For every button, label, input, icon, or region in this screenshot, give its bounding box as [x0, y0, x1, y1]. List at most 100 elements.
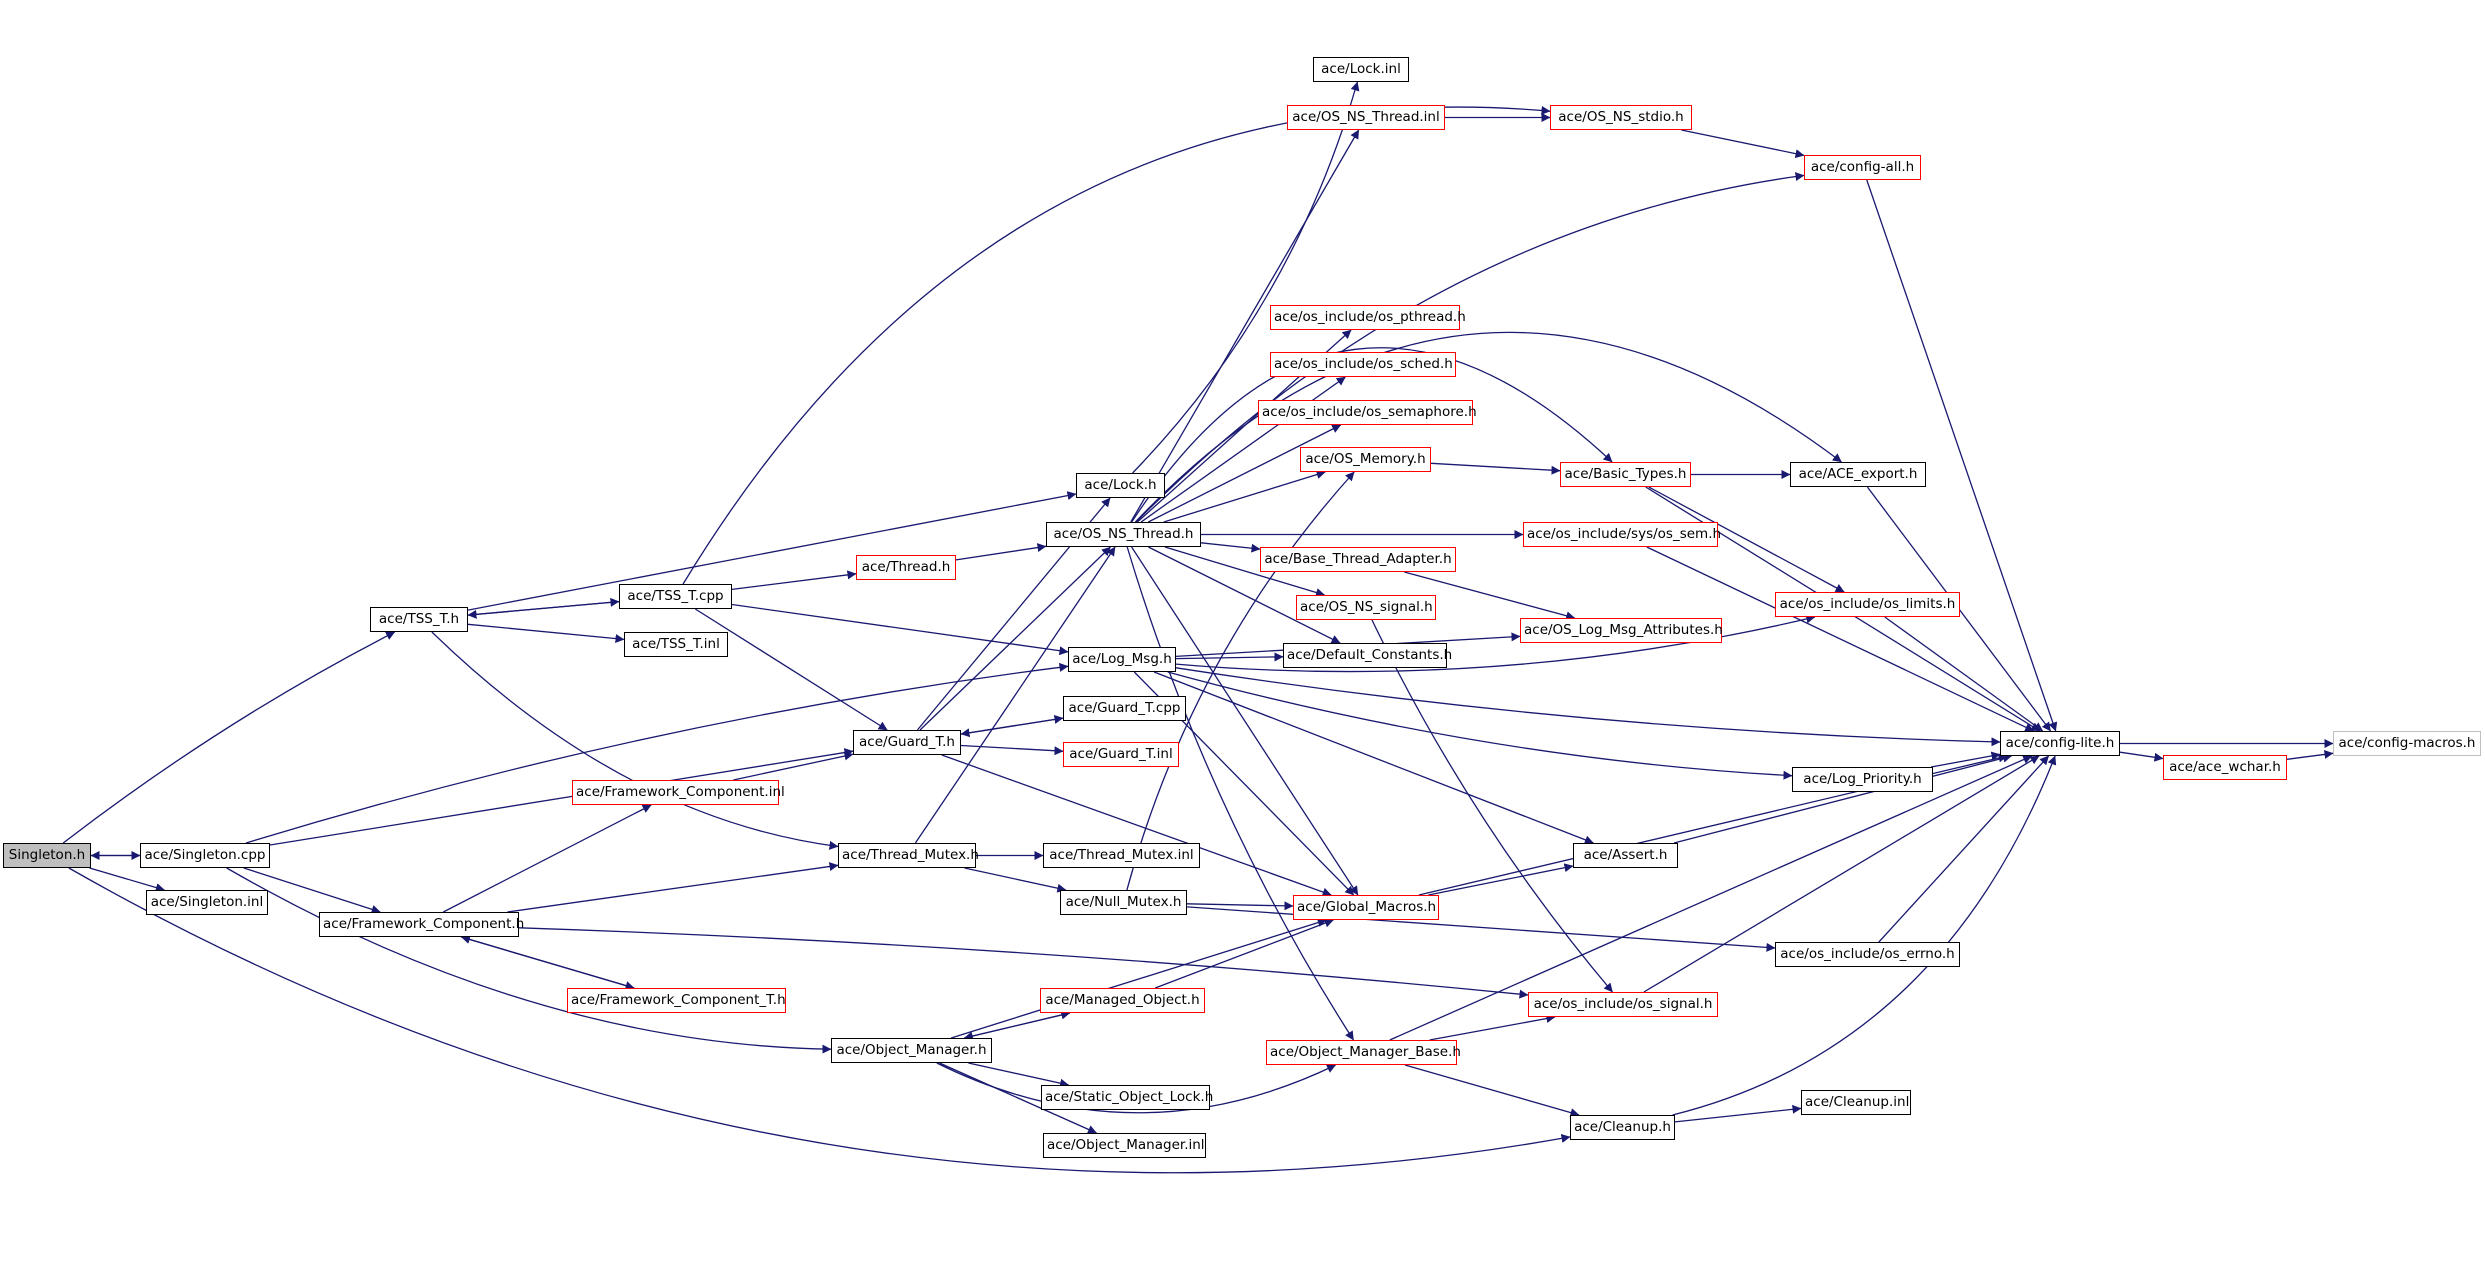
edge-tss-t-cpp-to-thread-h	[731, 570, 857, 591]
node-thread-h[interactable]: ace/Thread.h	[856, 555, 956, 580]
edge-log-msg-h-to-os-limits-h	[1175, 614, 1816, 673]
edge-ace-wchar-h-to-config-macros-h	[2286, 749, 2334, 760]
node-fw-component-inl[interactable]: ace/Framework_Component.inl	[572, 780, 785, 805]
edge-lock-h-to-lock-inl	[1132, 81, 1360, 474]
edge-object-manager-h-to-object-manager-inl	[939, 1062, 1097, 1134]
edge-object-manager-base-h-to-cleanup-h	[1404, 1064, 1580, 1117]
edge-os-ns-thread-h-to-global-macros-h	[1131, 546, 1359, 896]
node-managed-object-h[interactable]: ace/Managed_Object.h	[1040, 988, 1205, 1013]
node-os-log-msg-attr-h[interactable]: ace/OS_Log_Msg_Attributes.h	[1520, 618, 1723, 643]
node-guard-t-cpp[interactable]: ace/Guard_T.cpp	[1063, 696, 1186, 721]
node-base-thread-adapter-h[interactable]: ace/Base_Thread_Adapter.h	[1260, 547, 1456, 572]
edge-tss-t-h-to-tss-t-inl	[467, 623, 625, 644]
node-global-macros-h[interactable]: ace/Global_Macros.h	[1293, 895, 1439, 920]
edge-os-limits-h-to-config-lite-h	[1884, 616, 2044, 732]
node-singleton-inl[interactable]: ace/Singleton.inl	[146, 890, 268, 915]
edge-tss-t-h-to-lock-h	[467, 491, 1077, 611]
edge-singleton-h-to-cleanup-h	[68, 867, 1571, 1174]
edge-singleton-cpp-to-fw-component-h	[243, 867, 381, 914]
edge-os-ns-thread-h-to-default-constants-h	[1148, 546, 1341, 644]
node-thread-mutex-inl[interactable]: ace/Thread_Mutex.inl	[1043, 843, 1200, 868]
node-singleton-h[interactable]: Singleton.h	[3, 843, 91, 868]
node-os-ns-signal-h[interactable]: ace/OS_NS_signal.h	[1296, 595, 1436, 620]
edge-object-manager-base-h-to-config-lite-h	[1389, 755, 2033, 1041]
edge-null-mutex-h-to-os-errno-h	[1186, 906, 1776, 952]
edge-os-ns-thread-h-to-os-ns-signal-h	[1164, 546, 1325, 597]
node-os-ns-stdio-h[interactable]: ace/OS_NS_stdio.h	[1550, 105, 1692, 130]
edge-guard-t-h-to-global-macros-h	[941, 754, 1332, 897]
node-tss-t-h[interactable]: ace/TSS_T.h	[370, 607, 468, 632]
edge-singleton-cpp-to-object-manager-h	[226, 867, 832, 1054]
node-config-lite-h[interactable]: ace/config-lite.h	[2000, 731, 2120, 756]
node-object-manager-inl[interactable]: ace/Object_Manager.inl	[1043, 1133, 1206, 1158]
node-log-priority-h[interactable]: ace/Log_Priority.h	[1792, 767, 1933, 792]
node-os-signal-h[interactable]: ace/os_include/os_signal.h	[1528, 992, 1718, 1017]
node-os-ns-thread-inl[interactable]: ace/OS_NS_Thread.inl	[1287, 105, 1445, 130]
edge-os-ns-thread-h-to-os-ns-thread-inl	[1130, 129, 1360, 523]
node-ace-wchar-h[interactable]: ace/ace_wchar.h	[2163, 755, 2287, 780]
edge-assert-h-to-config-lite-h	[1673, 753, 2012, 844]
edge-os-ns-thread-h-to-os-memory-h	[1163, 470, 1326, 523]
node-assert-h[interactable]: ace/Assert.h	[1573, 843, 1678, 868]
node-object-manager-base-h[interactable]: ace/Object_Manager_Base.h	[1266, 1040, 1461, 1065]
node-fw-component-h[interactable]: ace/Framework_Component.h	[319, 912, 524, 937]
edge-tss-t-h-to-thread-mutex-h	[431, 631, 839, 850]
edge-log-msg-h-to-config-lite-h	[1175, 667, 2001, 747]
node-os-ns-thread-h[interactable]: ace/OS_NS_Thread.h	[1046, 522, 1201, 547]
node-os-errno-h[interactable]: ace/os_include/os_errno.h	[1775, 942, 1960, 967]
node-cleanup-h[interactable]: ace/Cleanup.h	[1570, 1115, 1675, 1140]
node-config-macros-h[interactable]: ace/config-macros.h	[2333, 731, 2481, 756]
node-static-object-lock-h[interactable]: ace/Static_Object_Lock.h	[1041, 1085, 1213, 1110]
node-os-semaphore-h[interactable]: ace/os_include/os_semaphore.h	[1258, 400, 1477, 425]
edge-base-thread-adapter-h-to-os-log-msg-attr-h	[1404, 571, 1576, 621]
node-singleton-cpp[interactable]: ace/Singleton.cpp	[140, 843, 270, 868]
edge-os-errno-h-to-config-lite-h	[1878, 755, 2050, 943]
edge-fw-component-t-h-to-fw-component-h	[460, 935, 635, 989]
node-fw-component-t-h[interactable]: ace/Framework_Component_T.h	[567, 988, 786, 1013]
edge-tss-t-cpp-to-tss-t-h	[467, 600, 620, 619]
node-os-sys-sem-h[interactable]: ace/os_include/sys/os_sem.h	[1523, 522, 1721, 547]
edge-config-lite-h-to-ace-wchar-h	[2119, 751, 2164, 762]
edge-cleanup-h-to-cleanup-inl	[1674, 1104, 1802, 1123]
edge-tss-t-cpp-to-log-msg-h	[731, 603, 1069, 656]
node-basic-types-h[interactable]: ace/Basic_Types.h	[1560, 462, 1691, 487]
edge-os-ns-thread-h-to-ace-export-h	[1134, 331, 1842, 523]
node-lock-h[interactable]: ace/Lock.h	[1076, 473, 1165, 498]
node-thread-mutex-h[interactable]: ace/Thread_Mutex.h	[838, 843, 979, 868]
edge-managed-object-h-to-global-macros-h	[1154, 918, 1334, 989]
edge-fw-component-inl-to-guard-t-h	[733, 751, 854, 781]
node-ace-export-h[interactable]: ace/ACE_export.h	[1790, 462, 1926, 487]
edge-null-mutex-h-to-global-macros-h	[1186, 901, 1294, 911]
node-lock-inl[interactable]: ace/Lock.inl	[1313, 57, 1409, 82]
node-tss-t-inl[interactable]: ace/TSS_T.inl	[624, 632, 728, 657]
node-guard-t-inl[interactable]: ace/Guard_T.inl	[1063, 742, 1179, 767]
edge-log-msg-h-to-log-priority-h	[1167, 671, 1793, 780]
edge-guard-t-cpp-to-guard-t-h	[960, 717, 1064, 738]
node-default-constants-h[interactable]: ace/Default_Constants.h	[1283, 643, 1452, 668]
edge-guard-t-h-to-guard-t-inl	[960, 744, 1064, 756]
node-cleanup-inl[interactable]: ace/Cleanup.inl	[1801, 1090, 1911, 1115]
node-object-manager-h[interactable]: ace/Object_Manager.h	[831, 1038, 992, 1063]
edge-object-manager-base-h-to-os-signal-h	[1429, 1014, 1556, 1041]
node-config-all-h[interactable]: ace/config-all.h	[1804, 155, 1921, 180]
edge-layer	[62, 81, 2334, 1174]
edge-thread-mutex-h-to-null-mutex-h	[964, 867, 1067, 893]
node-os-sched-h[interactable]: ace/os_include/os_sched.h	[1270, 352, 1456, 377]
edge-cleanup-h-to-config-lite-h	[1672, 755, 2057, 1116]
node-log-msg-h[interactable]: ace/Log_Msg.h	[1068, 647, 1176, 672]
node-os-pthread-h[interactable]: ace/os_include/os_pthread.h	[1270, 305, 1466, 330]
edge-thread-mutex-h-to-os-ns-thread-h	[914, 546, 1116, 844]
node-null-mutex-h[interactable]: ace/Null_Mutex.h	[1060, 890, 1187, 915]
edge-object-manager-h-to-static-object-lock-h	[968, 1062, 1070, 1088]
edge-singleton-h-to-singleton-inl	[89, 867, 165, 892]
node-os-memory-h[interactable]: ace/OS_Memory.h	[1300, 447, 1431, 472]
node-os-limits-h[interactable]: ace/os_include/os_limits.h	[1775, 592, 1960, 617]
node-tss-t-cpp[interactable]: ace/TSS_T.cpp	[619, 584, 732, 609]
edge-singleton-h-to-tss-t-h	[62, 631, 396, 844]
edge-null-mutex-h-to-os-memory-h	[1126, 471, 1355, 891]
node-guard-t-h[interactable]: ace/Guard_T.h	[853, 730, 961, 755]
edge-fw-component-h-to-thread-mutex-h	[507, 862, 839, 913]
edge-basic-types-h-to-os-limits-h	[1648, 486, 1845, 593]
edge-managed-object-h-to-object-manager-h	[963, 1012, 1070, 1041]
